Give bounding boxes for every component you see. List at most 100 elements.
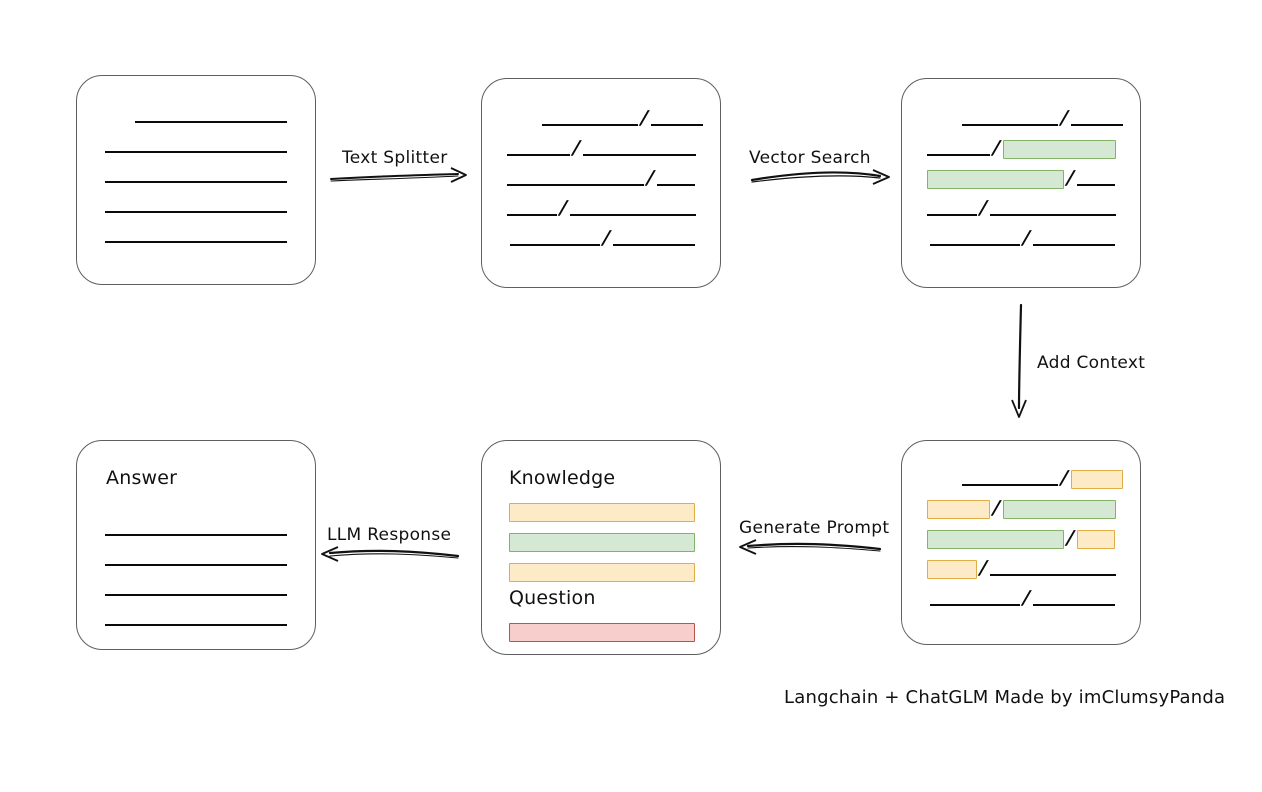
segment-separator: / bbox=[1066, 167, 1075, 189]
segment-highlight-yellow bbox=[927, 499, 990, 519]
segment-separator: / bbox=[1060, 467, 1069, 489]
prompt-bar-yellow bbox=[509, 503, 695, 522]
segment-text-line bbox=[105, 211, 287, 213]
segment-separator: / bbox=[979, 557, 988, 579]
segment-spacer bbox=[507, 239, 510, 240]
prompt-bar-red bbox=[509, 623, 695, 642]
segment-separator: / bbox=[1066, 527, 1075, 549]
segment-text-line bbox=[582, 154, 696, 156]
segment-separator: / bbox=[992, 497, 1001, 519]
doc-row: / bbox=[507, 197, 696, 219]
doc-row bbox=[105, 166, 287, 186]
doc-row bbox=[105, 519, 287, 539]
segment-highlight-green bbox=[927, 169, 1064, 189]
edge-label-llm-response: LLM Response bbox=[327, 525, 452, 545]
doc-row: / bbox=[927, 587, 1115, 609]
segment-text-line bbox=[507, 214, 557, 216]
segment-text-line bbox=[105, 534, 287, 536]
doc-row: / bbox=[927, 167, 1115, 189]
segment-separator: / bbox=[602, 227, 611, 249]
segment-text-line bbox=[927, 154, 990, 156]
edge-label-add-context: Add Context bbox=[1037, 353, 1146, 373]
segment-highlight-green bbox=[927, 529, 1064, 549]
doc-row: / bbox=[927, 197, 1116, 219]
segment-text-line bbox=[989, 214, 1116, 216]
segment-separator: / bbox=[640, 107, 649, 129]
node-split-chunks[interactable]: / / / / / bbox=[481, 78, 721, 288]
doc-row bbox=[105, 136, 287, 156]
segment-text-line bbox=[105, 594, 287, 596]
segment-text-line bbox=[1076, 184, 1115, 186]
segment-separator: / bbox=[1022, 227, 1031, 249]
segment-separator: / bbox=[646, 167, 655, 189]
node-vector-hits[interactable]: / / / / / bbox=[901, 78, 1141, 288]
prompt-bar-yellow bbox=[509, 563, 695, 582]
doc-row: / bbox=[927, 227, 1115, 249]
segment-text-line bbox=[927, 214, 977, 216]
edge-label-vector-search: Vector Search bbox=[749, 148, 871, 168]
segment-text-line bbox=[989, 574, 1116, 576]
doc-row: / bbox=[927, 107, 1123, 129]
arrow-add-context bbox=[1011, 303, 1027, 418]
doc-row: / bbox=[927, 527, 1115, 549]
source-document-rows bbox=[77, 76, 315, 284]
segment-text-line bbox=[930, 604, 1020, 606]
doc-row: / bbox=[927, 497, 1116, 519]
segment-text-line bbox=[930, 244, 1020, 246]
segment-highlight-green bbox=[1002, 139, 1116, 159]
segment-highlight-yellow bbox=[1070, 469, 1123, 489]
node-source-document[interactable] bbox=[76, 75, 316, 285]
segment-text-line bbox=[1070, 124, 1123, 126]
segment-text-line bbox=[105, 624, 287, 626]
prompt-heading-question: Question bbox=[509, 587, 596, 609]
segment-spacer bbox=[105, 116, 135, 117]
footer-credit: Langchain + ChatGLM Made by imClumsyPand… bbox=[784, 687, 1226, 708]
node-context-added[interactable]: / / / / / bbox=[901, 440, 1141, 645]
segment-separator: / bbox=[1060, 107, 1069, 129]
segment-text-line bbox=[1032, 604, 1115, 606]
prompt-bar-green bbox=[509, 533, 695, 552]
segment-text-line bbox=[510, 244, 600, 246]
doc-row bbox=[105, 106, 287, 126]
segment-text-line bbox=[612, 244, 695, 246]
segment-spacer bbox=[507, 119, 542, 120]
segment-spacer bbox=[927, 119, 962, 120]
segment-text-line bbox=[105, 151, 287, 153]
doc-row bbox=[105, 226, 287, 246]
doc-row bbox=[105, 579, 287, 599]
segment-text-line bbox=[105, 181, 287, 183]
segment-text-line bbox=[650, 124, 703, 126]
segment-separator: / bbox=[992, 137, 1001, 159]
node-prompt[interactable]: Knowledge Question bbox=[481, 440, 721, 655]
arrow-generate-prompt bbox=[739, 539, 882, 555]
node-answer[interactable]: Answer bbox=[76, 440, 316, 650]
segment-text-line bbox=[135, 121, 287, 123]
doc-row bbox=[105, 549, 287, 569]
segment-separator: / bbox=[559, 197, 568, 219]
doc-row: / bbox=[507, 107, 703, 129]
edge-label-text-splitter: Text Splitter bbox=[342, 148, 448, 168]
segment-spacer bbox=[927, 599, 930, 600]
doc-row: / bbox=[507, 137, 696, 159]
prompt-bars bbox=[482, 441, 720, 654]
arrow-llm-response bbox=[321, 546, 460, 562]
segment-separator: / bbox=[572, 137, 581, 159]
segment-text-line bbox=[542, 124, 638, 126]
arrow-text-splitter bbox=[330, 167, 467, 183]
segment-text-line bbox=[656, 184, 695, 186]
edge-label-generate-prompt: Generate Prompt bbox=[739, 518, 890, 538]
vector-hits-rows: / / / / / bbox=[902, 79, 1140, 287]
segment-separator: / bbox=[979, 197, 988, 219]
segment-highlight-yellow bbox=[1076, 529, 1115, 549]
context-added-rows: / / / / / bbox=[902, 441, 1140, 644]
segment-text-line bbox=[507, 154, 570, 156]
doc-row bbox=[105, 196, 287, 216]
doc-row: / bbox=[927, 557, 1116, 579]
segment-text-line bbox=[962, 124, 1058, 126]
segment-separator: / bbox=[1022, 587, 1031, 609]
segment-spacer bbox=[927, 479, 962, 480]
segment-spacer bbox=[927, 239, 930, 240]
segment-text-line bbox=[105, 241, 287, 243]
split-chunks-rows: / / / / / bbox=[482, 79, 720, 287]
